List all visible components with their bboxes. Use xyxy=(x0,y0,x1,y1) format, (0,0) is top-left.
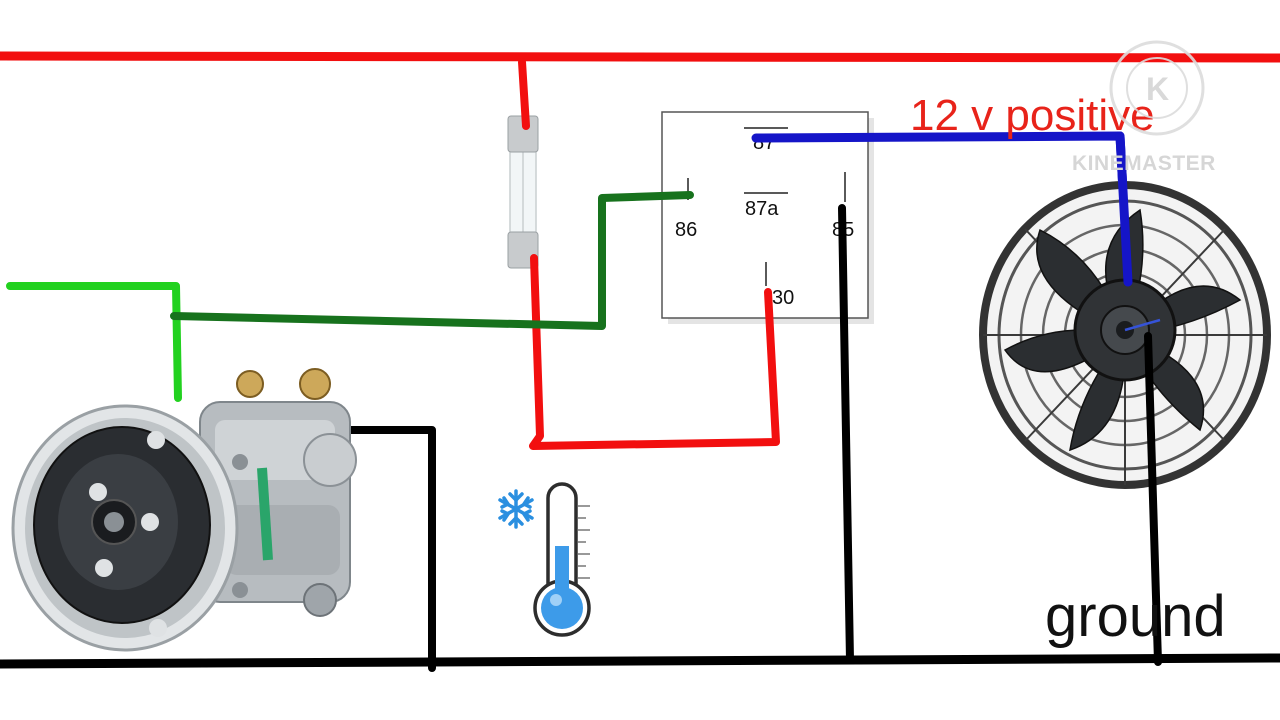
relay-pin-87a-label: 87a xyxy=(745,198,779,220)
relay-pin-86-label: 86 xyxy=(675,219,697,241)
watermark-text: KINEMASTER xyxy=(1072,152,1216,175)
watermark-logo-icon xyxy=(1109,40,1205,136)
fan-ground-wire xyxy=(1144,332,1162,666)
positive-to-fuse-wire xyxy=(518,58,530,130)
switch-wire xyxy=(6,282,182,402)
fan-wire-endpoint xyxy=(1115,131,1133,287)
ac-compressor-icon xyxy=(11,368,357,652)
kinemaster-watermark: K KINEMASTER xyxy=(1072,40,1216,175)
relay85-ground-wire xyxy=(838,204,854,664)
ground-label: ground xyxy=(1045,584,1226,649)
watermark-logo-letter: K xyxy=(1146,71,1169,107)
thermometer-icon xyxy=(533,482,591,637)
signal-to-relay86-wire xyxy=(170,191,694,330)
relay-pin-30-label: 30 xyxy=(772,287,794,309)
snowflake-icon xyxy=(498,489,534,529)
fuse-icon xyxy=(507,115,539,269)
relay-box xyxy=(661,111,869,319)
positive-label: 12 v positive xyxy=(910,91,1155,140)
ground-bus-wire xyxy=(0,653,1280,669)
fuse-to-relay30-wire xyxy=(529,254,780,450)
positive-bus-wire xyxy=(0,51,1280,63)
